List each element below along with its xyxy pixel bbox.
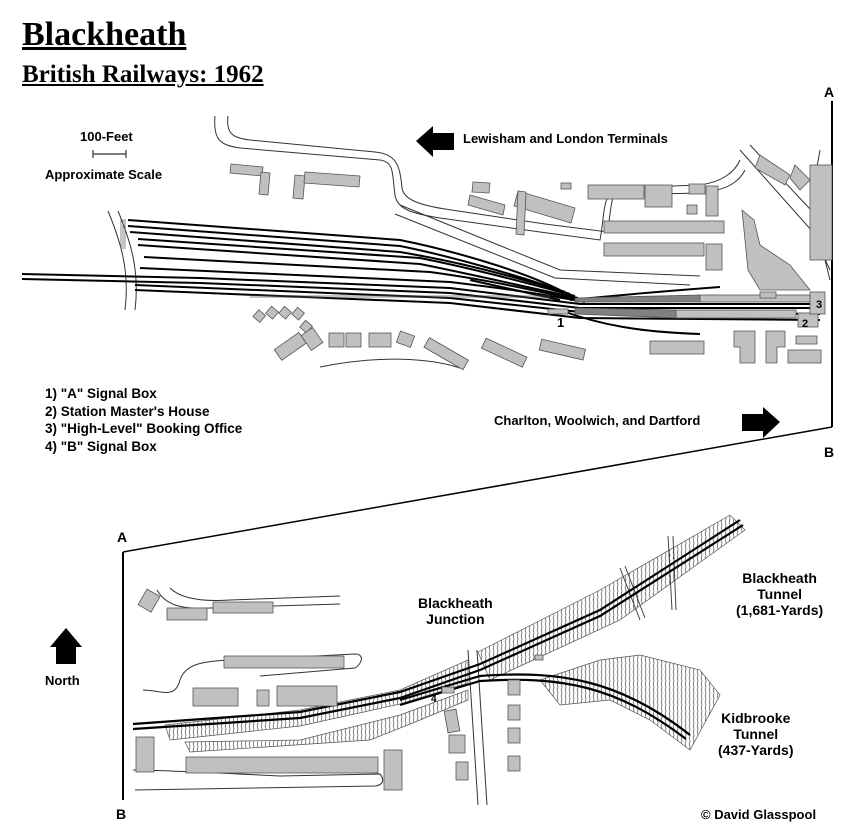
map-title: Blackheath — [22, 16, 187, 53]
station-platforms — [574, 294, 811, 319]
marker-3: 3 — [816, 299, 822, 311]
embankment-top — [250, 295, 550, 298]
match-point-a-top: A — [824, 84, 835, 100]
north-label: North — [45, 673, 80, 688]
marker-2: 2 — [802, 318, 808, 330]
match-point-b-bottom: B — [116, 806, 127, 822]
footbridges — [619, 535, 677, 621]
map-markers: 1 2 3 4 — [431, 299, 822, 705]
kidbrooke-tunnel-label: Kidbrooke Tunnel (437-Yards) — [718, 710, 793, 758]
junction-line-1: Blackheath — [418, 595, 493, 611]
match-point-b-top: B — [824, 444, 835, 460]
legend-item: 3) "High-Level" Booking Office — [45, 421, 243, 436]
legend-item: 4) "B" Signal Box — [45, 438, 157, 454]
north-arrow-icon — [50, 628, 82, 664]
buildings-top — [229, 154, 833, 371]
tracks-bottom — [132, 519, 744, 740]
kb-tunnel-line-3: (437-Yards) — [718, 742, 794, 759]
marker-4: 4 — [431, 694, 437, 705]
kb-tunnel-line-2: Tunnel — [733, 726, 779, 743]
legend: 1) "A" Signal Box 2) Station Master's Ho… — [45, 385, 242, 455]
legend-item: 1) "A" Signal Box — [45, 386, 157, 401]
cuttings — [164, 514, 746, 753]
bh-tunnel-line-1: Blackheath — [742, 570, 817, 586]
blackheath-junction-label: Blackheath Junction — [418, 595, 493, 627]
scale-value-label: 100-Feet — [80, 129, 133, 144]
junction-line-2: Junction — [426, 611, 485, 628]
roads-top — [107, 115, 831, 369]
direction-east-label: Charlton, Woolwich, and Dartford — [494, 413, 701, 428]
bh-tunnel-line-2: Tunnel — [757, 586, 802, 603]
match-point-a-bottom: A — [117, 529, 128, 545]
blackheath-tunnel-label: Blackheath Tunnel (1,681-Yards) — [736, 570, 823, 618]
scale-caption: Approximate Scale — [45, 167, 163, 182]
arrow-west-icon — [416, 126, 454, 157]
embankment-west — [120, 219, 126, 249]
bh-tunnel-line-3: (1,681-Yards) — [736, 602, 824, 619]
buildings-bottom — [135, 588, 544, 791]
tracks-top — [21, 219, 821, 335]
direction-west-label: Lewisham and London Terminals — [463, 131, 668, 146]
arrow-east-icon — [742, 407, 780, 438]
top-panel-border — [122, 101, 833, 800]
kb-tunnel-line-1: Kidbrooke — [721, 710, 791, 726]
scale-bar — [92, 150, 127, 158]
marker-1: 1 — [557, 315, 564, 330]
legend-item: 2) Station Master's House — [45, 403, 210, 419]
copyright-credit: © David Glasspool — [701, 807, 817, 822]
map-subtitle: British Railways: 1962 — [22, 61, 264, 88]
